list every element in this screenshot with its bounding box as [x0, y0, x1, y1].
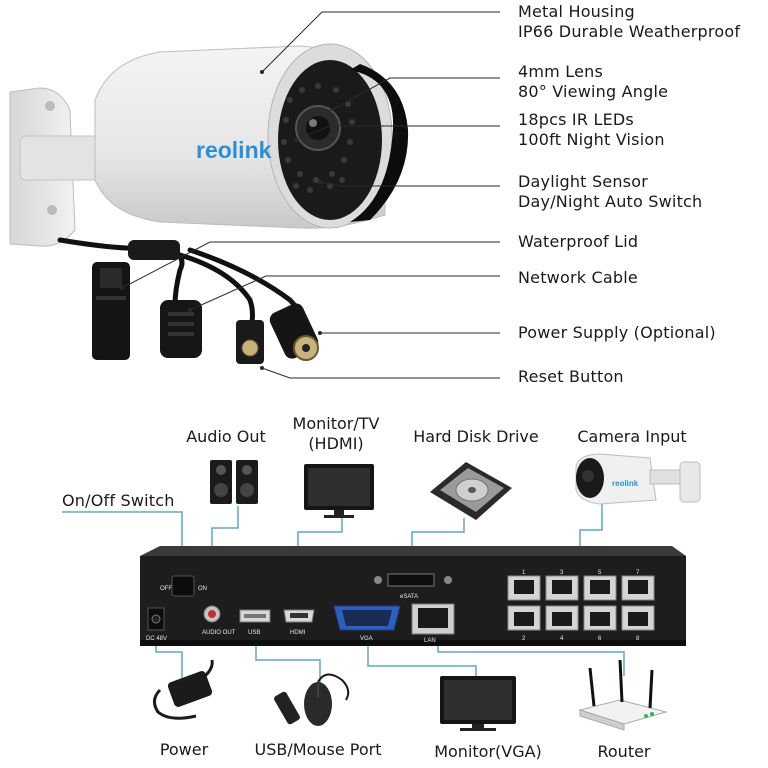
label-monitor-tv: Monitor/TV (HDMI) [293, 414, 380, 454]
svg-text:DC 48V: DC 48V [146, 636, 167, 642]
hard-disk-icon [430, 462, 512, 520]
svg-text:8: 8 [636, 636, 640, 642]
network-connector [128, 240, 202, 358]
label-camera-input: Camera Input [577, 427, 687, 446]
callout-detail: 80° Viewing Angle [518, 82, 669, 101]
label-power: Power [159, 740, 209, 759]
label-usb-mouse-port: USB/Mouse Port [254, 740, 382, 759]
svg-text:1: 1 [522, 570, 526, 576]
svg-text:eSATA: eSATA [400, 594, 418, 600]
svg-text:6: 6 [598, 636, 602, 642]
callout-metal-housing: Metal Housing IP66 Durable Weatherproof [518, 2, 740, 42]
svg-text:AUDIO OUT: AUDIO OUT [202, 630, 236, 636]
callout-title: Metal Housing [518, 2, 635, 21]
power-connector [269, 303, 319, 361]
camera-body: reolink [94, 43, 409, 229]
svg-text:LAN: LAN [424, 638, 436, 644]
label-hard-disk: Hard Disk Drive [413, 427, 539, 446]
callout-detail: 100ft Night Vision [518, 130, 665, 149]
svg-text:OFF: OFF [160, 586, 172, 592]
callout-title: Daylight Sensor [518, 172, 648, 191]
callout-detail: IP66 Durable Weatherproof [518, 22, 741, 41]
callout-detail: Day/Night Auto Switch [518, 192, 703, 211]
svg-text:7: 7 [636, 570, 640, 576]
svg-text:USB: USB [248, 630, 260, 636]
svg-text:3: 3 [560, 570, 564, 576]
label-router: Router [597, 742, 651, 761]
label-audio-out: Audio Out [186, 427, 266, 446]
svg-text:ON: ON [198, 586, 207, 592]
reset-connector [236, 320, 264, 364]
label-monitor-tv-title: Monitor/TV [292, 414, 380, 433]
label-on-off-switch: On/Off Switch [62, 491, 175, 510]
monitor-tv-icon [304, 464, 374, 518]
label-monitor-tv-hdmi: (HDMI) [308, 434, 364, 453]
svg-text:4: 4 [560, 636, 564, 642]
callout-power-supply: Power Supply (Optional) [518, 323, 716, 342]
callout-title: 4mm Lens [518, 62, 603, 81]
callout-daylight-sensor: Daylight Sensor Day/Night Auto Switch [518, 172, 702, 212]
callout-waterproof-lid: Waterproof Lid [518, 232, 639, 251]
svg-text:HDMI: HDMI [290, 630, 306, 636]
nvr-body: OFF ON DC 48V AUDIO OUT USB HDMI VGA eSA… [140, 546, 686, 646]
callout-lens: 4mm Lens 80° Viewing Angle [518, 62, 668, 102]
svg-text:VGA: VGA [360, 636, 373, 642]
svg-text:2: 2 [522, 636, 526, 642]
callout-reset-button: Reset Button [518, 367, 624, 386]
camera-brand-logo: reolink [196, 137, 272, 163]
mini-camera-icon: reolink [575, 453, 701, 505]
callout-network-cable: Network Cable [518, 268, 638, 287]
power-adapter-icon [153, 659, 214, 720]
callout-ir-leds: 18pcs IR LEDs 100ft Night Vision [518, 110, 665, 150]
router-icon [578, 659, 668, 731]
waterproof-lid [92, 262, 130, 360]
usb-mouse-icon [274, 673, 350, 726]
mini-camera-brand: reolink [612, 479, 639, 488]
monitor-vga-icon [440, 676, 516, 731]
svg-text:5: 5 [598, 570, 602, 576]
speakers-icon [210, 460, 258, 504]
label-monitor-vga: Monitor(VGA) [434, 742, 542, 761]
callout-title: 18pcs IR LEDs [518, 110, 634, 129]
wall-mount [9, 87, 101, 247]
